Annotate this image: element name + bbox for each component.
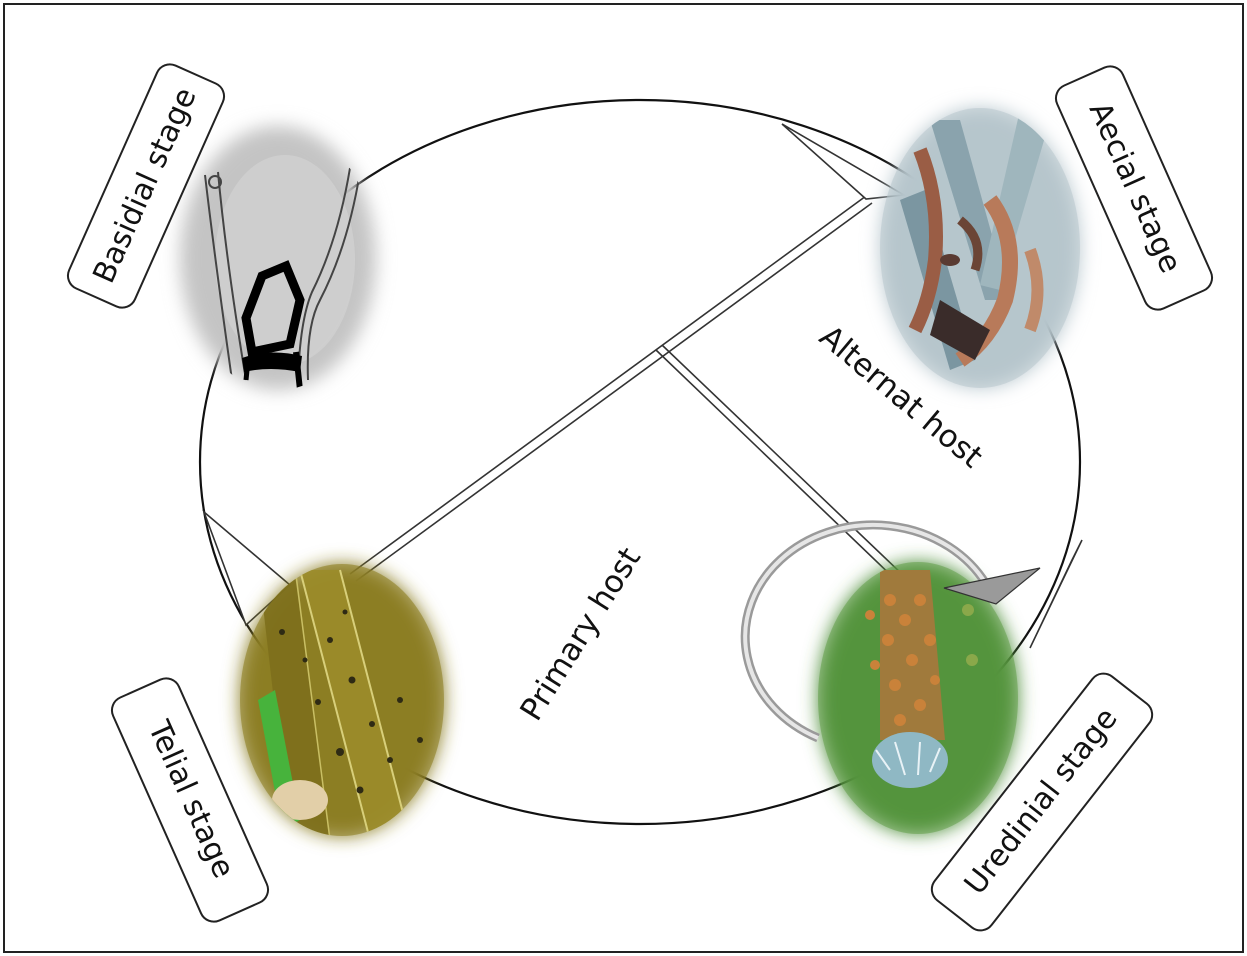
uredinial-pointer <box>1030 540 1082 648</box>
uredinial-image <box>818 562 1018 834</box>
basidial-image <box>180 126 376 390</box>
aecial-image <box>880 108 1080 398</box>
host-divider-lines <box>350 196 904 582</box>
telial-image <box>240 564 450 840</box>
primary-host-label: Primary host <box>513 541 648 727</box>
